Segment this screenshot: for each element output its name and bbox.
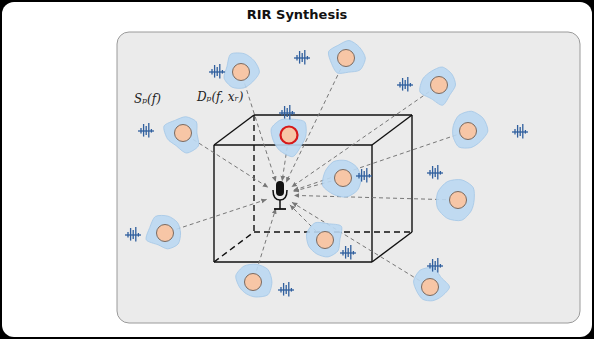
arrow — [292, 92, 430, 187]
signal-icon — [294, 50, 310, 64]
source-circle — [317, 232, 334, 249]
arrow — [294, 195, 446, 199]
directivity-blob — [322, 160, 361, 197]
source-circle — [460, 123, 477, 140]
source-circle — [422, 279, 439, 296]
signal-icon — [279, 105, 295, 119]
signal-icon — [427, 258, 443, 272]
directivity-blob — [306, 222, 341, 257]
propagation-arrows — [176, 69, 456, 281]
source-circle — [175, 125, 192, 142]
source-circle — [281, 127, 298, 144]
arrow — [293, 135, 456, 191]
arrow — [257, 208, 276, 270]
directivity-blob — [436, 180, 474, 221]
source-circle — [335, 170, 352, 187]
signal-icon — [209, 64, 225, 78]
directivity-blob — [146, 215, 181, 248]
math-label: Sₚ(f) — [133, 92, 162, 106]
arrow — [193, 139, 268, 187]
signal-icon — [427, 165, 443, 179]
math-label: Dₚ(f, xᵣ) — [196, 90, 244, 104]
directivity-blob — [453, 111, 488, 148]
source-circle — [245, 274, 262, 291]
signal-icon — [278, 282, 294, 296]
directivity-blob — [328, 40, 365, 73]
arrow — [176, 199, 266, 229]
directivity-blob — [414, 267, 450, 300]
room-box — [214, 115, 412, 262]
signal-icon — [340, 245, 356, 259]
signal-icon — [397, 77, 413, 91]
signal-icon — [138, 123, 154, 137]
source-circle — [233, 64, 250, 81]
source-circle — [431, 77, 448, 94]
directivity-blob — [271, 119, 306, 157]
signal-icon — [512, 124, 528, 138]
signal-icon — [356, 168, 372, 182]
microphone — [273, 181, 287, 209]
source-circle — [157, 225, 174, 242]
panel — [117, 32, 580, 323]
directivity-blob — [236, 264, 272, 297]
directivity-blob — [420, 67, 456, 105]
arrow — [292, 202, 420, 280]
directivity-blob — [164, 117, 199, 153]
source-circle — [450, 192, 467, 209]
signal-icon — [125, 227, 141, 241]
figure-title: RIR Synthesis — [247, 7, 348, 22]
directivity-blob — [224, 53, 259, 88]
source-circle — [338, 50, 355, 67]
